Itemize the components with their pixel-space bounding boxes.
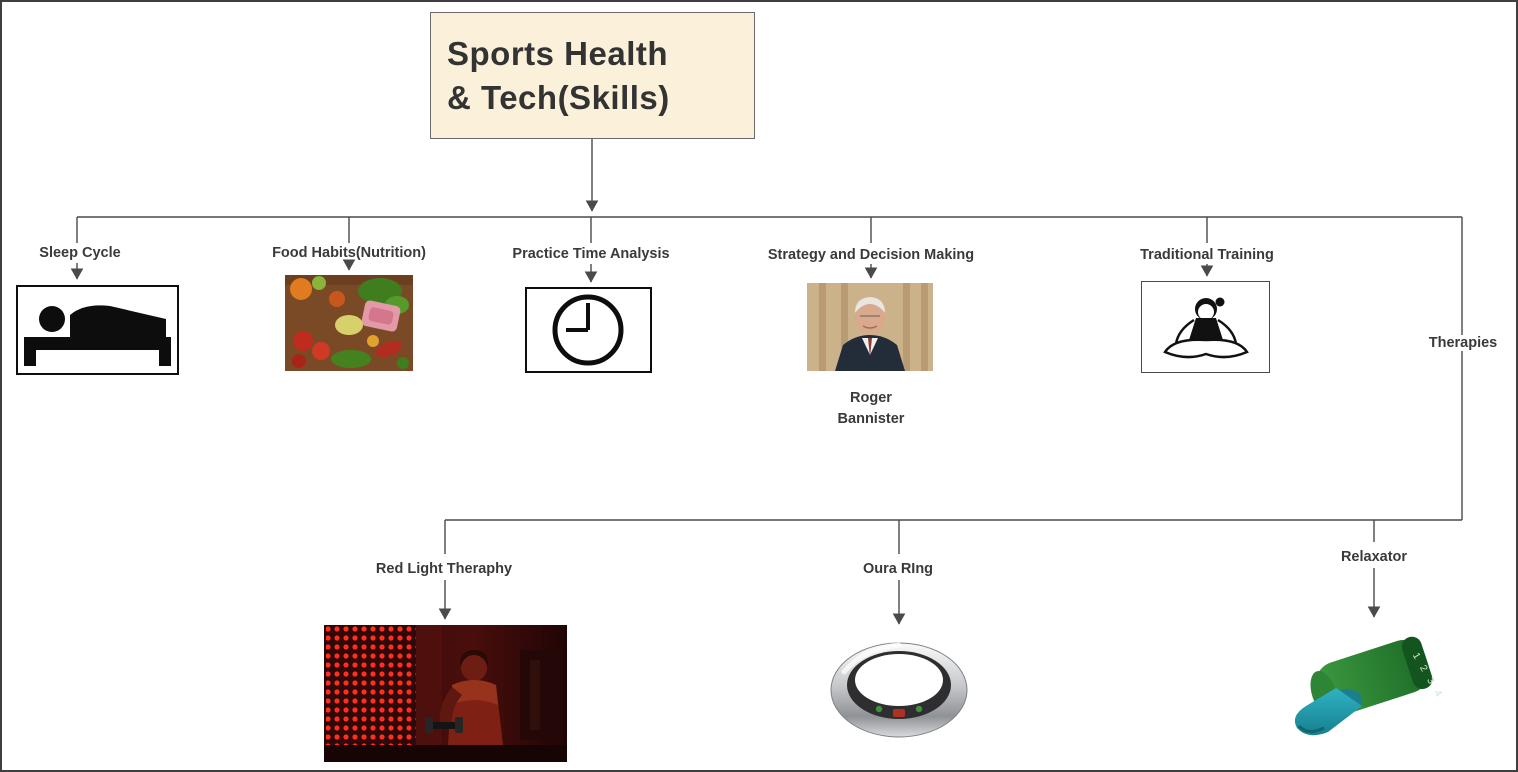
label-relaxator: Relaxator — [1340, 549, 1408, 565]
label-therapies: Therapies — [1423, 335, 1503, 351]
portrait-photo — [807, 283, 933, 371]
label-sleep-cycle: Sleep Cycle — [39, 245, 121, 261]
clock-image — [525, 287, 652, 373]
red-light-therapy-photo — [324, 625, 567, 762]
food-image — [285, 275, 413, 371]
caption-roger-bannister: Roger Bannister — [837, 390, 905, 428]
label-practice-time-analysis: Practice Time Analysis — [512, 246, 670, 262]
label-red-light-therapy: Red Light Theraphy — [375, 561, 513, 577]
food-collage-icon — [285, 275, 413, 371]
meditation-icon — [1163, 297, 1249, 359]
bed-icon — [24, 305, 171, 366]
label-traditional-training: Traditional Training — [1140, 247, 1274, 263]
relaxator-image: 1 2 3 4 — [1264, 624, 1452, 744]
clock-icon — [552, 294, 624, 366]
relaxator-photo: 1 2 3 4 — [1294, 636, 1445, 736]
root-title-line2: & Tech(Skills) — [447, 78, 670, 116]
roger-bannister-image — [807, 283, 933, 371]
connector-group — [70, 139, 1463, 625]
root-title-line1: Sports Health — [447, 34, 669, 72]
oura-ring-photo — [830, 642, 968, 738]
oura-ring-image — [822, 630, 977, 747]
red-light-therapy-image — [324, 625, 567, 762]
label-oura-ring: Oura RIng — [862, 561, 934, 577]
label-food-habits: Food Habits(Nutrition) — [272, 245, 426, 261]
root-node: Sports Health & Tech(Skills) — [430, 12, 755, 139]
meditation-image — [1141, 281, 1270, 373]
bed-image — [16, 285, 179, 375]
label-strategy-decision-making: Strategy and Decision Making — [767, 247, 975, 263]
